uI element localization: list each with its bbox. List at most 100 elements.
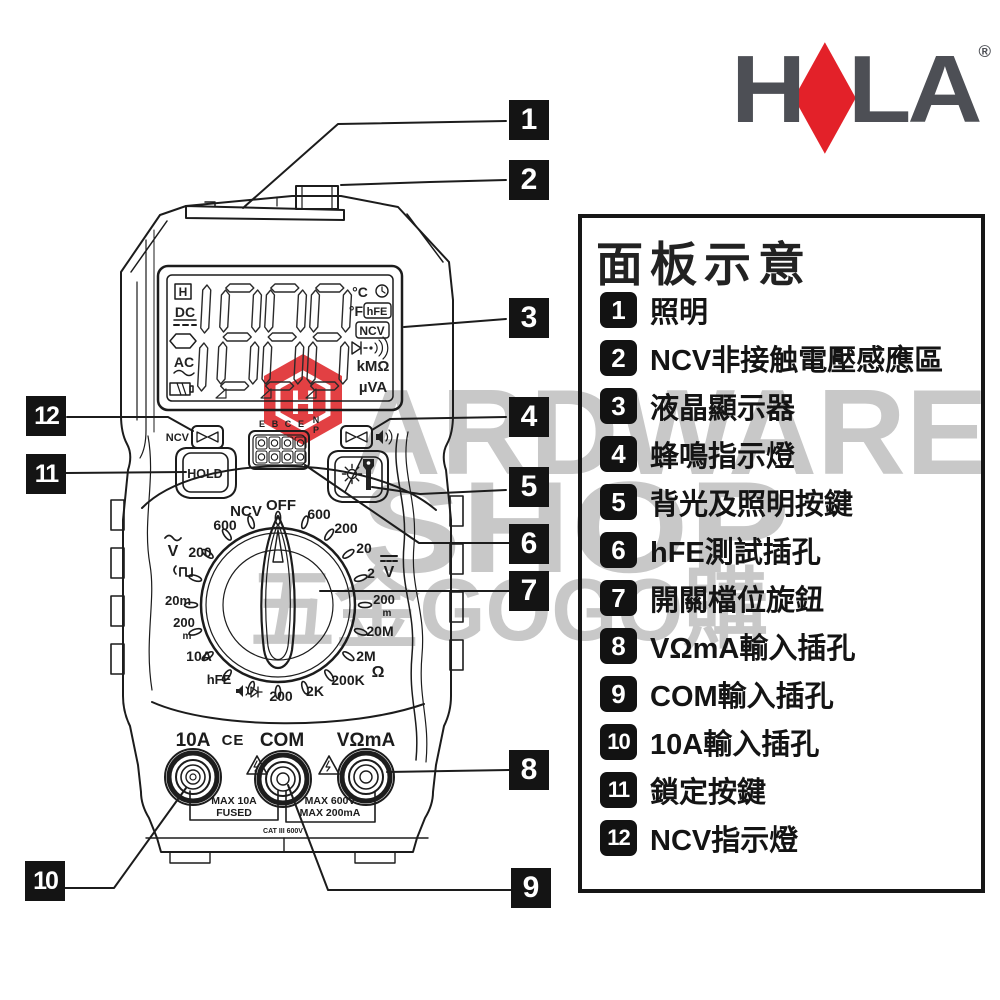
buzzer-icon bbox=[376, 430, 392, 444]
logo-letters-la: LA bbox=[847, 36, 983, 144]
jack-com-label: COM bbox=[260, 730, 304, 751]
callout-line-6 bbox=[305, 465, 509, 543]
legend-num-2: 2 bbox=[600, 340, 637, 376]
ncv-indicator-led bbox=[192, 426, 223, 448]
warning-triangle-left bbox=[247, 756, 267, 774]
legend-num-4: 4 bbox=[600, 436, 637, 472]
slash-divider bbox=[345, 458, 362, 492]
bottom-trim bbox=[146, 838, 428, 863]
registered-mark: ® bbox=[978, 42, 991, 61]
legend-num-6: 6 bbox=[600, 532, 637, 568]
ce-mark: CE bbox=[222, 732, 245, 749]
legend-label-10: 10A輸入插孔 bbox=[650, 729, 820, 761]
legend-label-5: 背光及照明按鍵 bbox=[650, 489, 854, 521]
legend-num-1: 1 bbox=[600, 292, 637, 328]
legend-num-12: 12 bbox=[600, 820, 637, 856]
rating-texts: MAX 10A FUSED MAX 600V MAX 200mA CAT III… bbox=[211, 795, 361, 835]
dial-20mohm-label: 20M bbox=[366, 623, 393, 639]
lcd-kmohm-icon: kMΩ bbox=[357, 358, 390, 375]
warning-triangle-right bbox=[319, 756, 339, 774]
continuity-diode-symbol bbox=[236, 685, 262, 697]
ac-voltage-symbol: V bbox=[165, 536, 181, 560]
square-wave-symbol bbox=[174, 566, 192, 576]
logo-letter-h: H bbox=[731, 36, 806, 144]
lcd-left-icons: H DC AC bbox=[170, 284, 196, 395]
svg-text:V: V bbox=[384, 564, 395, 581]
dial-200mv-label: 200 bbox=[373, 592, 395, 607]
hfe-pin-n: N bbox=[313, 415, 320, 425]
legend-num-8: 8 bbox=[600, 628, 637, 664]
callout-box-10: 10 bbox=[25, 861, 65, 901]
callout-line-11 bbox=[66, 472, 186, 473]
dial-200vac-label: 200 bbox=[188, 544, 212, 560]
jack-zone-arc bbox=[152, 702, 424, 723]
legend-item-1: 1 照明 bbox=[600, 292, 709, 329]
ncv-indicator-label: NCV bbox=[166, 432, 190, 444]
battery-icon bbox=[170, 383, 193, 395]
lcd-right-icons: °C °F hFE NCV kMΩ µVA bbox=[349, 284, 391, 396]
legend-num-11: 11 bbox=[600, 772, 637, 808]
dial-2vdc-label: 2 bbox=[367, 565, 375, 581]
hfe-pin-b: B bbox=[272, 419, 279, 429]
rotary-dial bbox=[185, 512, 372, 699]
dial-2kohm-label: 2K bbox=[306, 683, 324, 699]
top-light-bar bbox=[186, 197, 344, 220]
legend-label-6: hFE測試插孔 bbox=[650, 537, 821, 569]
fused-text: FUSED bbox=[216, 807, 252, 819]
lcd-dc-icon: DC bbox=[175, 304, 195, 320]
callout-line-4 bbox=[372, 417, 506, 430]
legend-label-7: 開關檔位旋鈕 bbox=[650, 585, 825, 617]
callout-line-10 bbox=[65, 788, 186, 888]
dial-20vdc-label: 20 bbox=[356, 540, 372, 556]
callout-box-8: 8 bbox=[509, 750, 549, 790]
buzzer-indicator-led bbox=[341, 426, 372, 448]
dial-zone-arc bbox=[142, 466, 436, 510]
meter-body-outline bbox=[121, 196, 453, 852]
dial-ohm-symbol: Ω bbox=[372, 664, 385, 681]
legend-label-1: 照明 bbox=[650, 297, 709, 329]
callout-box-5: 5 bbox=[509, 467, 549, 507]
lcd-ac-icon: AC bbox=[174, 354, 194, 370]
jack-com bbox=[255, 751, 311, 807]
lcd-mva-icon: µVA bbox=[359, 379, 388, 396]
callout-line-9 bbox=[288, 785, 511, 890]
dial-hfe-label: hFE bbox=[207, 672, 232, 687]
dial-20ma-label: 20m bbox=[165, 593, 191, 608]
hola-logo: H LA ® bbox=[731, 36, 991, 154]
callout-line-5 bbox=[372, 487, 506, 494]
dial-200ma-label: 200 bbox=[173, 615, 195, 630]
legend-item-10: 10 10A輸入插孔 bbox=[600, 724, 820, 761]
callout-box-3: 3 bbox=[509, 298, 549, 338]
logo-diamond-icon bbox=[794, 42, 856, 154]
legend-label-4: 蜂鳴指示燈 bbox=[650, 441, 796, 473]
lcd-hold-icon: H bbox=[179, 285, 188, 299]
legend-item-4: 4 蜂鳴指示燈 bbox=[600, 436, 796, 473]
ncv-sensor-bump bbox=[296, 186, 338, 209]
dial-off-label: OFF bbox=[266, 497, 296, 514]
lcd-display bbox=[158, 266, 402, 410]
dial-200ohm-label: 200 bbox=[269, 688, 293, 704]
hfe-pin-e1: E bbox=[259, 419, 265, 429]
diode-buzzer-icon bbox=[352, 337, 388, 359]
callout-line-2 bbox=[341, 180, 506, 185]
callout-box-12: 12 bbox=[26, 396, 66, 436]
backlight-button bbox=[328, 451, 388, 502]
max-10a-text: MAX 10A bbox=[211, 795, 257, 807]
callout-box-9: 9 bbox=[511, 868, 551, 908]
dial-200mv-m: m bbox=[383, 608, 392, 619]
callout-box-11: 11 bbox=[26, 454, 66, 494]
legend-num-10: 10 bbox=[600, 724, 637, 760]
legend-label-12: NCV指示燈 bbox=[650, 825, 799, 857]
dial-ncv-label: NCV bbox=[230, 503, 262, 520]
svg-text:V: V bbox=[168, 543, 179, 560]
hfe-pin-c: C bbox=[285, 419, 292, 429]
dial-10a-label: 10A bbox=[186, 648, 212, 664]
hardware-shop-hexagon-logo: H bbox=[264, 354, 342, 445]
callout-line-3 bbox=[404, 319, 506, 327]
legend-label-3: 液晶顯示器 bbox=[650, 393, 796, 425]
legend-item-12: 12 NCV指示燈 bbox=[600, 820, 799, 857]
